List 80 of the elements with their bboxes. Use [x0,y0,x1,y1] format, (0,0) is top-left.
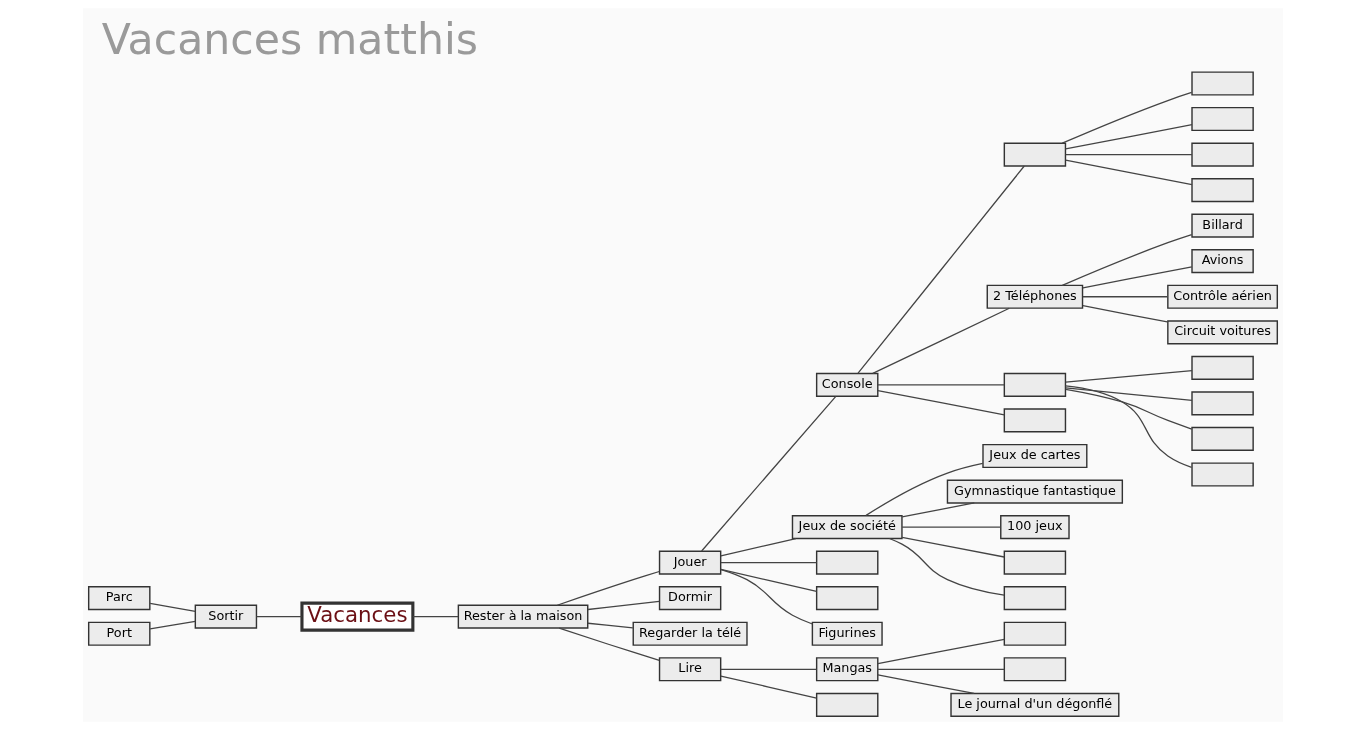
connector [1061,91,1193,144]
connector [877,389,1005,416]
connector [1064,369,1193,383]
connector [901,502,975,518]
node-box: Port [88,621,151,646]
connector [888,537,1005,596]
node-box [1191,355,1254,380]
connector [1064,153,1193,156]
connector [877,638,1005,665]
connector [149,620,196,630]
connector [720,675,818,699]
node-box: Lire [658,657,722,682]
node-box: 100 jeux [1000,515,1070,540]
node-box: 2 Téléphones [986,284,1084,309]
diagram-title: Vacances matthis [101,13,478,64]
node-box [815,692,879,717]
connector [877,668,1005,670]
connector [865,462,984,517]
connector [701,395,837,552]
node-box [1191,142,1254,167]
connector [872,307,1010,374]
connector [1061,234,1193,286]
node-box [1191,462,1254,487]
node-box: Vacances [300,601,415,632]
connector [720,568,818,593]
node-box: Le journal d'un dégonflé [950,692,1120,717]
node-box: Regarder la télé [632,621,748,646]
node-box [1003,142,1067,167]
node-box: Figurines [811,621,883,646]
node-box [1191,178,1254,203]
node-box: Dormir [658,586,722,611]
node-box: Gymnastique fantastique [946,479,1124,504]
connector [720,568,813,625]
node-box: Billard [1191,213,1254,238]
connector [877,384,1005,386]
node-box [1191,71,1254,96]
connector [720,537,797,557]
connector [1082,266,1193,289]
connector [558,627,660,661]
connector [720,562,818,564]
connector [587,622,634,629]
node-box [815,586,879,611]
connector [1064,159,1193,186]
node-box: Avions [1191,249,1254,274]
connector [877,674,975,695]
connector [412,616,459,618]
connector [255,616,303,618]
connector [720,668,818,670]
node-box: Mangas [815,657,879,682]
node-box [1191,426,1254,451]
node-box [1003,586,1067,611]
connector [857,165,1025,374]
node-box [1003,621,1067,646]
connector [149,602,196,613]
connector [1064,387,1193,402]
node-box [1003,657,1067,682]
connector [901,526,1002,528]
node-box: Rester à la maison [457,604,589,629]
node-box: Jeux de cartes [982,443,1088,469]
node-box [1003,408,1067,433]
node-box: Jeux de société [791,515,903,540]
node-box: Contrôle aérien [1167,284,1278,309]
node-box [1003,372,1067,397]
connector [1082,305,1168,323]
node-box [815,550,879,575]
node-box: Circuit voitures [1167,320,1278,345]
connector [901,536,1005,558]
connector [556,570,660,606]
node-box: Parc [88,586,151,611]
node-box: Jouer [658,550,722,575]
connector [1064,385,1193,468]
connector [1065,388,1193,430]
node-box [1191,391,1254,416]
node-box [1003,550,1067,575]
connector [1064,124,1193,150]
node-box: Console [815,372,879,397]
node-box: Sortir [194,604,258,629]
connector [1082,296,1168,298]
node-box [1191,106,1254,132]
connector [587,600,660,611]
